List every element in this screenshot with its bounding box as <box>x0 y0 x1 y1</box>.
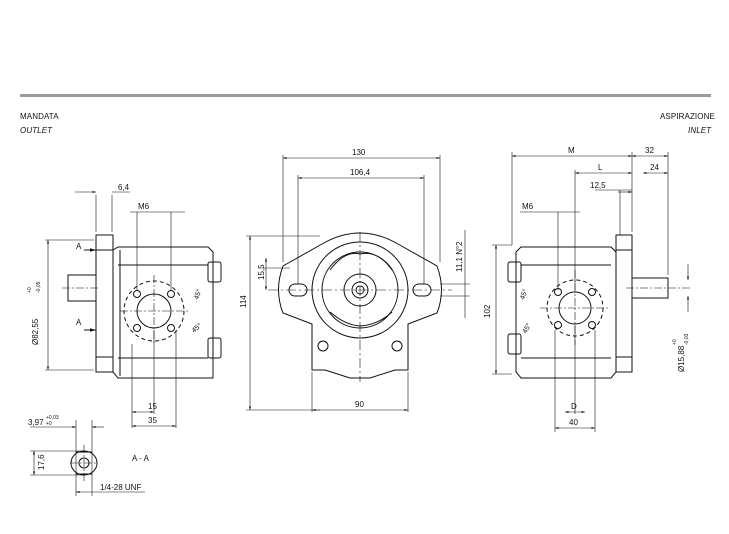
left-section-mark-bottom: A <box>76 318 82 327</box>
right-angle-1: 45° <box>518 288 529 301</box>
section-dim-17-6: 17,6 <box>37 454 46 470</box>
header-rule <box>20 94 711 97</box>
section-title: A - A <box>132 454 150 463</box>
front-dim-130: 130 <box>352 148 366 157</box>
left-dim-35: 35 <box>148 416 157 425</box>
left-side-view <box>45 190 222 428</box>
front-dim-15-5: 15,5 <box>257 264 266 280</box>
outlet-label-en: OUTLET <box>20 126 53 135</box>
left-diameter-tol-lower: -0,05 <box>36 281 42 293</box>
right-dim-L: L <box>598 163 603 172</box>
right-angle-2: 45° <box>521 322 533 335</box>
right-dim-12-5: 12,5 <box>590 181 606 190</box>
left-dim-15: 15 <box>148 402 157 411</box>
left-angle-1: 45° <box>192 288 203 301</box>
left-angle-2: 45° <box>190 321 203 334</box>
section-key-tol-lower: +0 <box>46 421 52 427</box>
right-dim-24: 24 <box>650 163 659 172</box>
section-key-tol-upper: +0,03 <box>46 415 59 421</box>
left-thread-m6: M6 <box>138 202 150 211</box>
right-flange <box>615 234 633 373</box>
right-dim-M: M <box>568 146 575 155</box>
section-key-width: 3,97 <box>28 418 44 427</box>
right-dim-40: 40 <box>569 418 578 427</box>
front-dim-106: 106,4 <box>350 168 371 177</box>
right-thread-m6: M6 <box>522 202 534 211</box>
right-side-view <box>492 152 690 432</box>
right-shaft-tol-lower: -0,03 <box>684 333 690 345</box>
left-diameter-tol-upper: +0 <box>27 287 33 293</box>
left-body <box>112 246 214 379</box>
section-a-a <box>30 420 145 496</box>
left-flange <box>95 234 114 373</box>
front-flange-outline <box>278 232 442 379</box>
right-dim-D: D <box>571 402 577 411</box>
section-thread-spec: 1/4-28 UNF <box>100 483 141 492</box>
outlet-label-it: MANDATA <box>20 112 59 121</box>
right-dim-102: 102 <box>483 304 492 318</box>
right-dim-32: 32 <box>645 146 654 155</box>
left-diameter: Ø82,55 <box>31 318 40 345</box>
front-dim-114: 114 <box>239 295 248 308</box>
right-shaft-tol-upper: +0 <box>672 339 678 345</box>
left-section-mark-top: A <box>76 242 82 251</box>
inlet-label-en: INLET <box>688 126 712 135</box>
left-dim-6-4: 6,4 <box>118 183 130 192</box>
front-hole-note: 11,1 N°2 <box>455 241 464 272</box>
inlet-label-it: ASPIRAZIONE <box>660 112 715 121</box>
right-shaft-diameter: Ø15,88 <box>677 345 686 372</box>
front-view <box>246 155 470 412</box>
front-dim-90: 90 <box>355 400 364 409</box>
